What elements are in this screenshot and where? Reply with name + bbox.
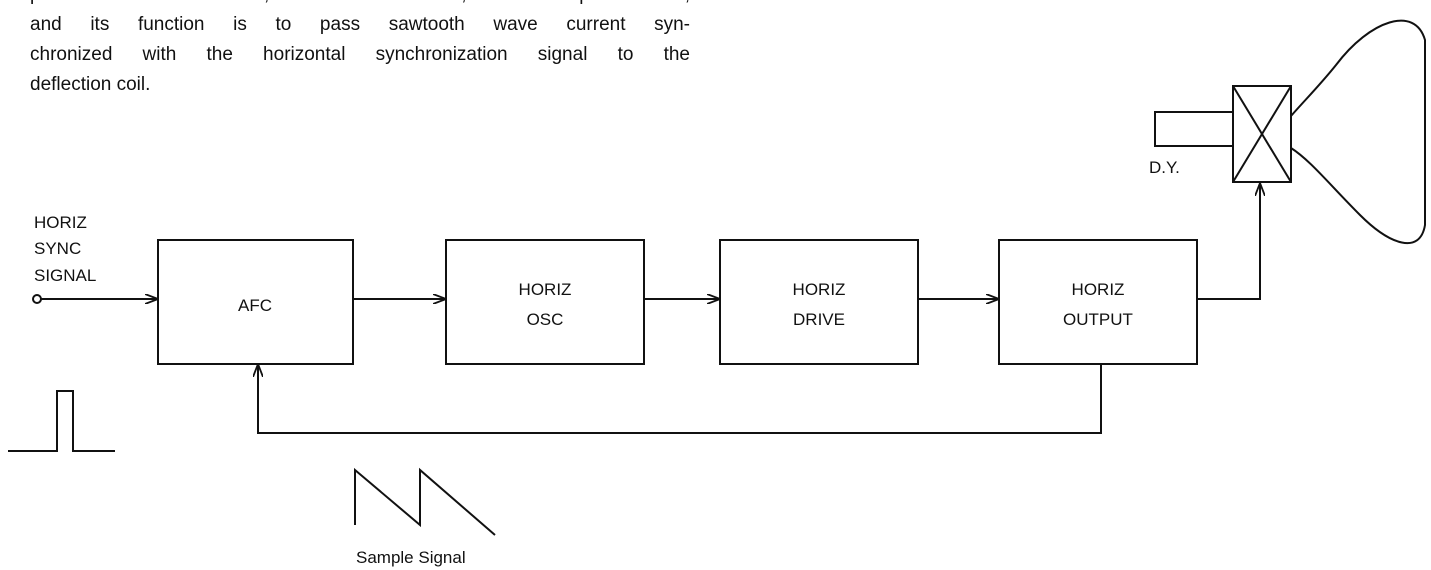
yoke-cross (1232, 85, 1292, 183)
crt-tube (1290, 19, 1426, 244)
horiz-osc-label-line1: HORIZ (519, 280, 572, 299)
sawtooth-waveform (354, 467, 496, 536)
sample-signal-label: Sample Signal (356, 548, 466, 567)
horiz-output-block (998, 239, 1198, 365)
input-label-line: HORIZ (34, 213, 87, 232)
horiz-output-label-line1: HORIZ (1072, 280, 1125, 299)
intro-line: chronized with the horizontal synchroniz… (30, 44, 690, 65)
intro-paragraph: posed of AFC Circuit, Oscillation Circui… (30, 0, 690, 100)
arrow-output-to-yoke (1197, 183, 1260, 300)
horiz-drive-label-line1: HORIZ (793, 280, 846, 299)
intro-line: posed of AFC Circuit, Oscillation Circui… (30, 0, 690, 10)
input-label-line: SIGNAL (34, 266, 96, 285)
input-label-line: SYNC (34, 239, 81, 258)
horiz-drive-label-line2: DRIVE (793, 310, 845, 329)
afc-block (157, 239, 354, 365)
intro-line: and its function is to pass sawtooth wav… (30, 14, 690, 35)
yoke-neck (1154, 111, 1234, 147)
sync-pulse-waveform (8, 390, 115, 452)
intro-line: deflection coil. (30, 74, 151, 95)
feedback-loop-arrow (258, 364, 1102, 434)
horiz-osc-label-line2: OSC (527, 310, 564, 329)
dy-label: D.Y. (1149, 158, 1180, 177)
horiz-output-label-line2: OUTPUT (1063, 310, 1133, 329)
input-terminal (32, 294, 42, 304)
afc-label: AFC (238, 296, 272, 315)
horiz-drive-block (719, 239, 919, 365)
horiz-osc-block (445, 239, 645, 365)
